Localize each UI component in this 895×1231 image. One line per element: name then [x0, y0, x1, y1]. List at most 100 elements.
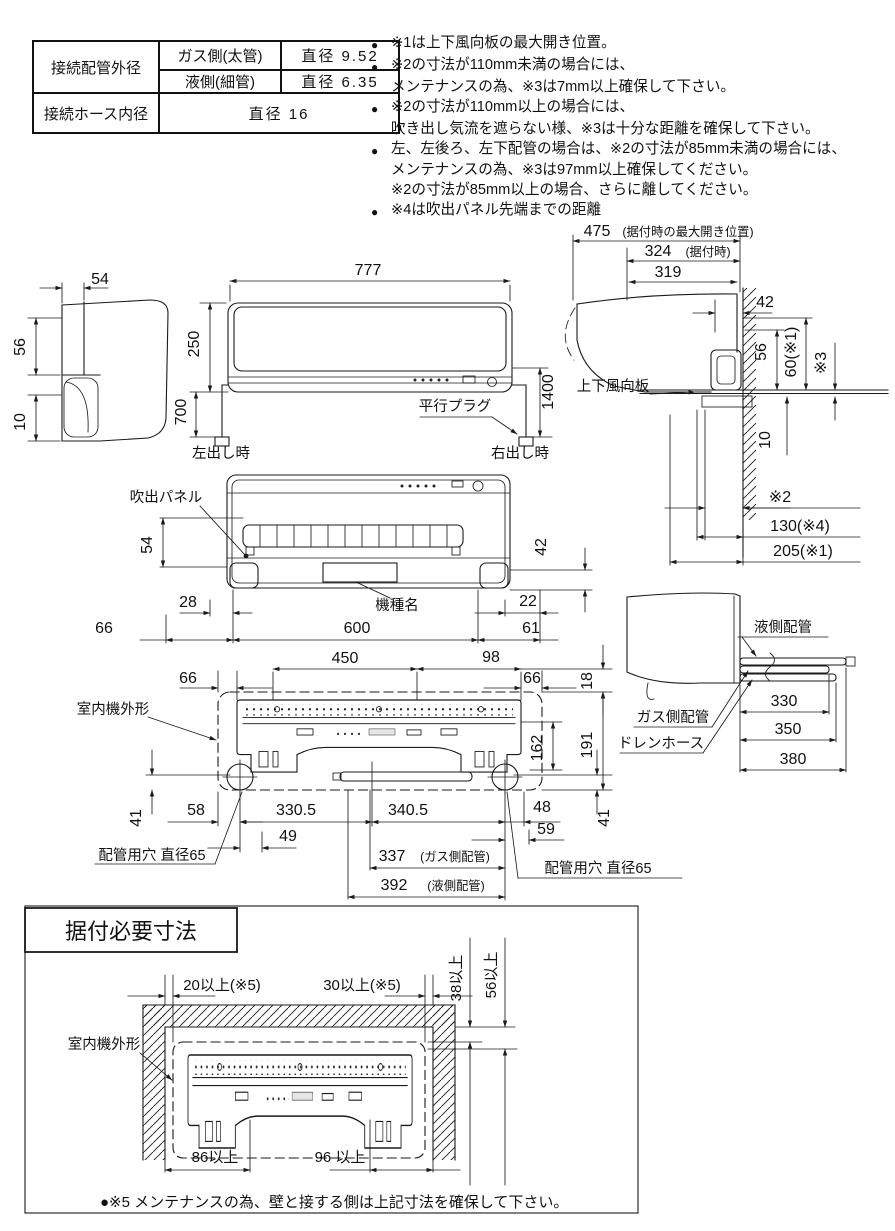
dim-x2: ※2 [769, 489, 791, 506]
label-unit-outline: 室内機外形 [77, 701, 150, 718]
dim-475-note: (据付時の最大開き位置) [622, 224, 753, 239]
dim-340-5: 340.5 [388, 802, 428, 819]
dim-48: 48 [533, 799, 551, 816]
dim-38min: 38以上 [448, 955, 465, 1002]
view-wall-side: 475 (据付時の最大開き位置) 324 (据付時) 319 42 56 60(… [564, 223, 889, 566]
spec-liquid-label: 液側(細管) [158, 69, 282, 94]
note-line: 吹き出し気流を遮らない様、※3は十分な距離を確保して下さい。 [371, 120, 893, 140]
dim-30min: 30以上(※5) [323, 977, 401, 994]
note-line: ●※4は吹出パネル先端までの距離 [371, 201, 893, 223]
label-blowout-panel: 吹出パネル [130, 489, 203, 506]
dim-700: 700 [173, 399, 190, 426]
spec-liquid-value: 直径 6.35 [280, 69, 400, 94]
dim-x3: ※3 [813, 352, 830, 374]
dim-42b: 42 [533, 538, 550, 556]
dim-54: 54 [91, 271, 109, 288]
dim-96min: 96 以上 [315, 1149, 366, 1166]
dim-319: 319 [655, 264, 682, 281]
note-line: ● ※2の寸法が110mm以上の場合には、 [371, 98, 893, 120]
louver-grille [242, 524, 464, 556]
note-text: メンテナンスの為、※3は7mm以上確保して下さい。 [391, 78, 735, 95]
view-side-left: 54 56 10 [12, 271, 169, 442]
label-pipe-hole-right: 配管用穴 直径65 [544, 860, 651, 877]
view-bottom: 吹出パネル 機種名 54 42 28 22 66 600 [95, 474, 593, 644]
dim-41l: 41 [128, 809, 145, 827]
spec-pipe-outer-label: 接続配管外径 [32, 40, 160, 94]
note-text: 吹き出し気流を遮らない様、※3は十分な距離を確保して下さい。 [391, 120, 820, 137]
indoor-unit-outline-install [172, 1041, 426, 1159]
bullet-icon: ● [371, 143, 379, 158]
note-text: メンテナンスの為、※3は97mm以上確保してください。 [391, 162, 758, 179]
dim-1400: 1400 [540, 374, 557, 410]
view-rear: 室内機外形 450 98 66 66 18 191 162 [77, 644, 683, 901]
dim-10w: 10 [757, 431, 774, 449]
label-drain-hose: ドレンホース [618, 736, 704, 752]
unit-wallside-outline [576, 293, 738, 353]
spec-gas-label: ガス側(太管) [158, 40, 282, 71]
dim-337: 337 [379, 848, 406, 865]
label-liquid-pipe: 液側配管 [754, 619, 812, 636]
spec-hose-label: 接続ホース内径 [32, 92, 160, 134]
bullet-icon [371, 78, 391, 98]
unit-pipe-outline [626, 592, 741, 684]
right-cord [511, 384, 527, 438]
view-piping-side: 液側配管 ガス側配管 ドレンホース 330 350 380 [618, 592, 856, 773]
dim-56min: 56以上 [483, 952, 500, 999]
note-text: ※4は吹出パネル先端までの距離 [391, 202, 602, 219]
open-panel-arc [564, 307, 576, 361]
dim-392-note: (液側配管) [427, 878, 484, 893]
dim-22: 22 [519, 593, 537, 610]
foot-left [229, 562, 259, 589]
note-line: ● 左、左後ろ、左下配管の場合は、※2の寸法が85mm未満の場合には、 [371, 140, 893, 162]
unit-side-outline [61, 299, 169, 442]
left-plug [214, 436, 230, 447]
dim-450: 450 [332, 650, 359, 667]
mounting-plate [236, 699, 522, 773]
dim-380: 380 [780, 751, 807, 768]
dim-54b: 54 [139, 536, 156, 554]
install-clearance-section: 据付必要寸法 室内機外形 20以上(※5) 30以上(※5) 38以上 [24, 905, 639, 1214]
label-gas-pipe: ガス側配管 [637, 709, 710, 726]
note-text: ※2の寸法が85mm以上の場合、さらに離してください。 [391, 182, 758, 199]
dim-337-note: (ガス側配管) [420, 849, 490, 864]
bullet-icon [371, 120, 391, 140]
spec-table: 接続配管外径 ガス側(太管) 直径 9.52 液側(細管) 直径 6.35 接続… [32, 40, 400, 134]
dim-330: 330 [771, 693, 798, 710]
dim-42: 42 [756, 294, 774, 311]
model-name-plate [322, 562, 398, 583]
label-unit-outline-install: 室内機外形 [68, 1036, 141, 1053]
section-title-box [24, 907, 238, 953]
dim-56: 56 [12, 338, 29, 356]
bullet-icon: ● [371, 38, 379, 52]
dim-777: 777 [355, 262, 382, 279]
bullet-icon [371, 181, 391, 201]
dim-130: 130(※4) [770, 518, 830, 535]
note-line: ※2の寸法が85mm以上の場合、さらに離してください。 [371, 181, 893, 201]
power-knob-icon [487, 377, 497, 387]
install-footnote: ●※5 メンテナンスの為、壁と接する側は上記寸法を確保して下さい。 [100, 1194, 568, 1211]
power-knob-icon [472, 480, 484, 492]
dim-66r: 66 [523, 670, 541, 687]
note-text: 左、左後ろ、左下配管の場合は、※2の寸法が85mm未満の場合には、 [391, 140, 846, 157]
dim-350: 350 [775, 721, 802, 738]
dim-56w: 56 [753, 343, 770, 361]
note-line: ●※2の寸法が110mm未満の場合には、 [371, 56, 893, 78]
dim-324-note: (据付時) [685, 245, 730, 259]
indicator-dots-icon [413, 378, 449, 382]
bullet-icon: ● [371, 101, 379, 116]
spec-hose-value: 直径 16 [158, 92, 400, 134]
note-text: ※2の寸法が110mm未満の場合には、 [391, 56, 635, 73]
label-left-out: 左出し時 [192, 445, 250, 462]
left-cord [221, 384, 229, 438]
note-text: ※2の寸法が110mm以上の場合には、 [391, 98, 635, 115]
label-parallel-plug: 平行プラグ [419, 398, 492, 415]
dim-59: 59 [537, 821, 555, 838]
dim-58: 58 [187, 802, 205, 819]
dim-41r: 41 [596, 809, 613, 827]
dim-86min: 86以上 [192, 1149, 239, 1166]
dim-66b: 66 [95, 620, 113, 637]
notes-list: ●※1は上下風向板の最大開き位置。 ●※2の寸法が110mm未満の場合には、 メ… [371, 34, 893, 223]
spec-gas-value: 直径 9.52 [280, 40, 400, 71]
